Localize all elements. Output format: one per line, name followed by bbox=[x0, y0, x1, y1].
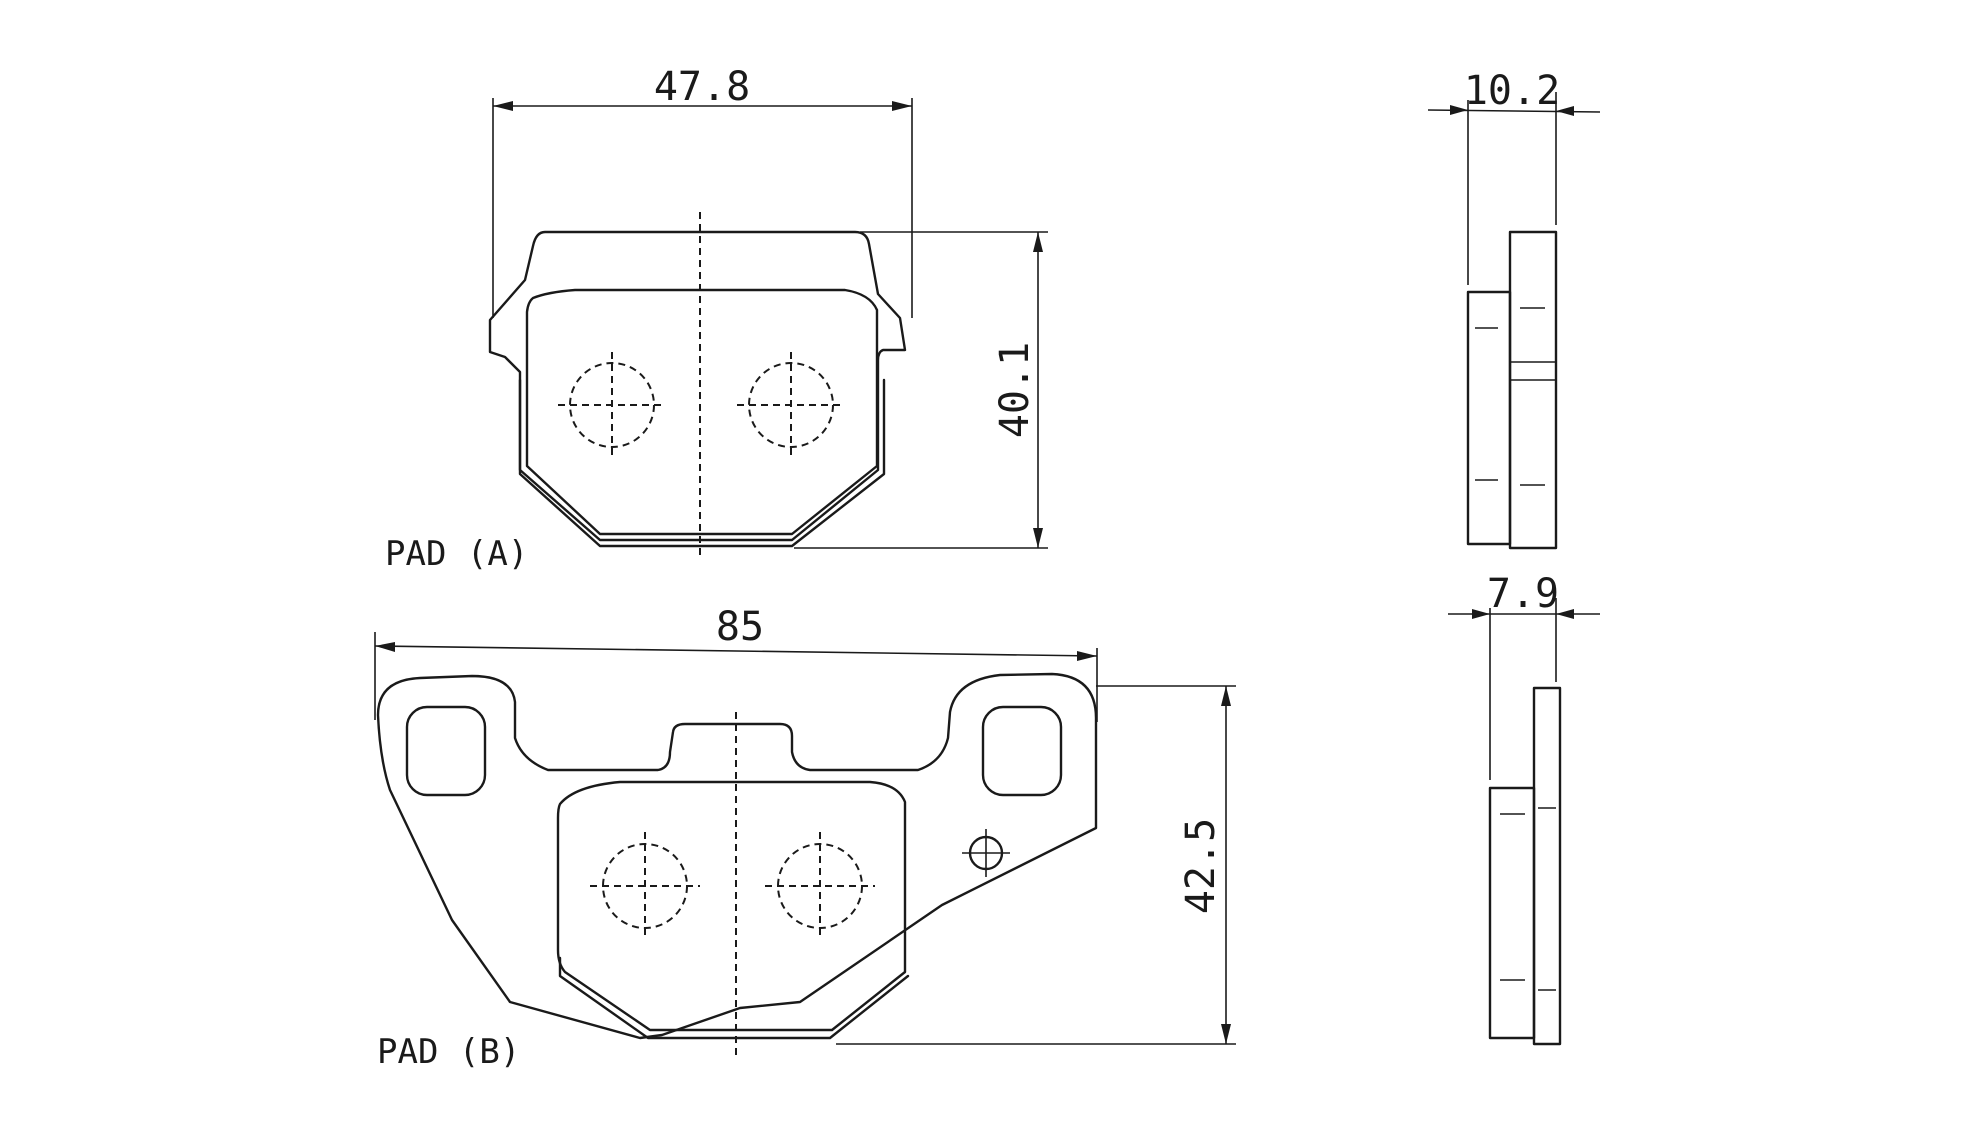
pad-b-friction-edge bbox=[558, 956, 910, 1040]
pad-a-friction-edge bbox=[518, 378, 886, 548]
pad-b-side-friction bbox=[1488, 786, 1536, 1040]
pad-a-thickness-value: 10.2 bbox=[1464, 68, 1560, 114]
pad-a-thickness-dimension: 10.2 bbox=[1427, 68, 1601, 285]
pad-b-label: PAD (B) bbox=[377, 1032, 520, 1072]
pad-b-thickness-dimension: 7.9 bbox=[1448, 571, 1600, 780]
pad-a-front-view bbox=[488, 212, 907, 555]
pad-b-small-hole bbox=[962, 829, 1010, 877]
pad-b-height-value: 42.5 bbox=[1178, 818, 1224, 914]
pad-b-left-mounting-hole bbox=[405, 705, 487, 797]
pad-b-width-value: 85 bbox=[716, 604, 764, 650]
pad-a-height-dimension: 40.1 bbox=[794, 231, 1048, 549]
pad-a-rivet-left bbox=[558, 352, 666, 458]
pad-a-side-backing bbox=[1508, 230, 1558, 550]
pad-b-side-view bbox=[1488, 686, 1562, 1046]
pad-b-right-mounting-hole bbox=[981, 705, 1063, 797]
pad-a-height-value: 40.1 bbox=[992, 342, 1038, 438]
pad-b-height-dimension: 42.5 bbox=[836, 685, 1236, 1045]
pad-b-rivet-right bbox=[765, 832, 875, 940]
pad-b-rivet-left bbox=[590, 832, 700, 940]
pad-b-width-dimension: 85 bbox=[374, 604, 1098, 722]
pad-b-thickness-value: 7.9 bbox=[1487, 571, 1559, 617]
pad-a-width-value: 47.8 bbox=[654, 64, 750, 110]
pad-b-backing-plate bbox=[376, 672, 1098, 1040]
pad-a-width-dimension: 47.8 bbox=[492, 64, 913, 318]
pad-a-friction-material bbox=[525, 288, 879, 536]
pad-b-front-view bbox=[376, 672, 1098, 1058]
pad-b-friction-material bbox=[556, 780, 907, 1032]
pad-a-side-friction bbox=[1466, 290, 1512, 546]
pad-a-side-view bbox=[1466, 230, 1558, 550]
pad-a-label: PAD (A) bbox=[385, 534, 528, 574]
pad-a-rivet-right bbox=[737, 352, 845, 458]
